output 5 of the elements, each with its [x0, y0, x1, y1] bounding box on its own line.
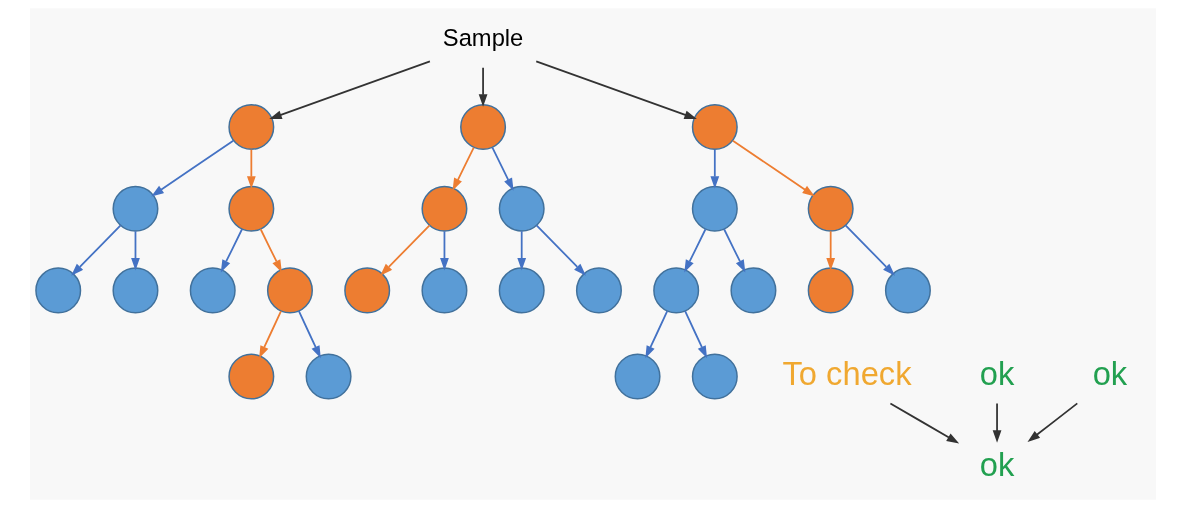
node-text: ok	[1092, 354, 1128, 392]
node-text: Sample	[442, 24, 524, 52]
node-text: ok	[979, 445, 1015, 483]
node-text: To check	[782, 354, 912, 392]
node-text: ok	[979, 354, 1015, 392]
